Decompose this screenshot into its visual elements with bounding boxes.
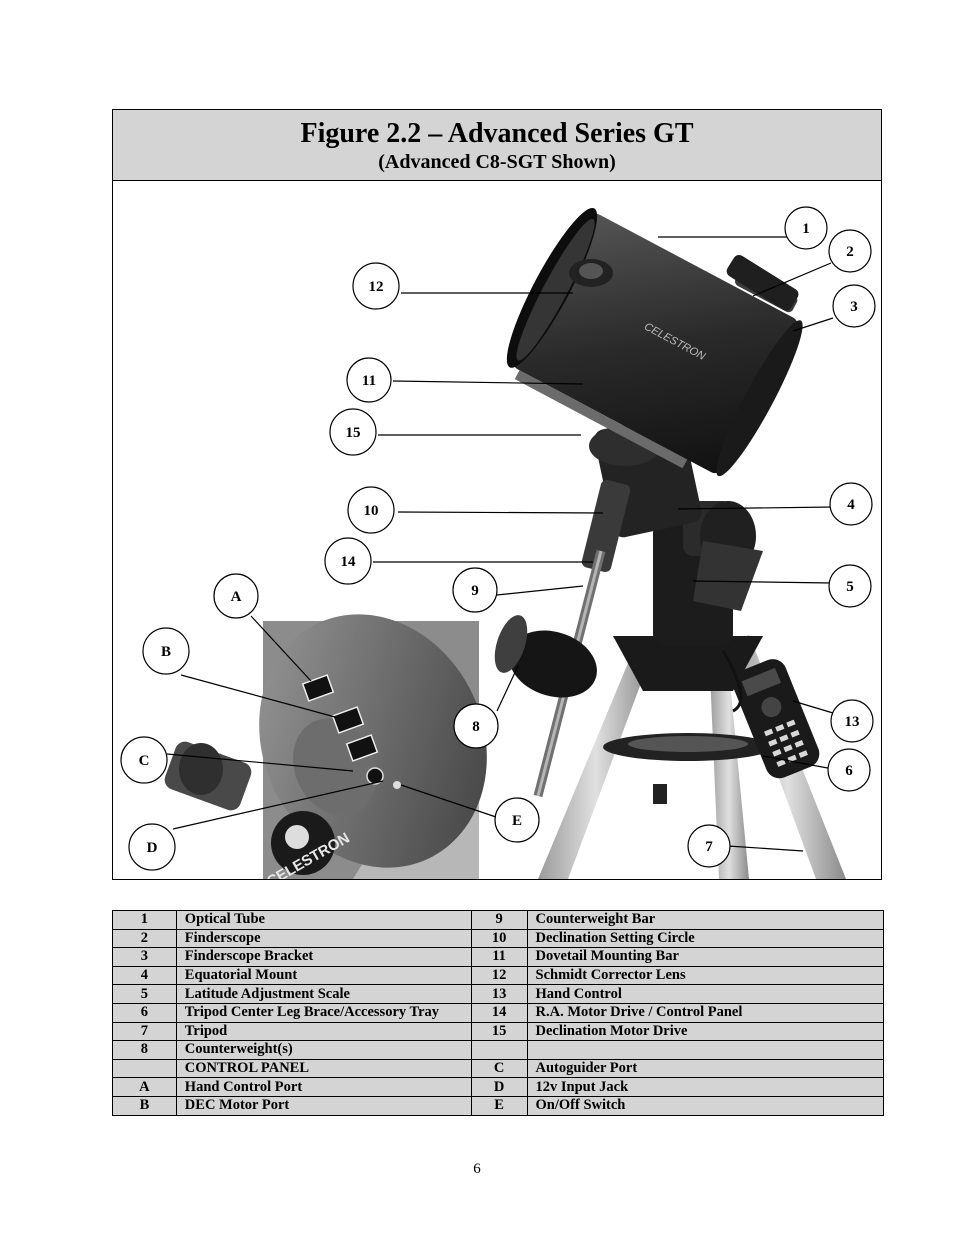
callout-c: C bbox=[139, 753, 150, 769]
callout-14: 14 bbox=[341, 554, 357, 570]
legend-label: Hand Control bbox=[526, 984, 885, 1004]
callout-6: 6 bbox=[845, 763, 853, 779]
legend-number: 8 bbox=[112, 1040, 177, 1060]
legend-number: 7 bbox=[112, 1021, 177, 1042]
legend-number: 11 bbox=[470, 947, 528, 967]
legend-number: 10 bbox=[470, 928, 528, 949]
legend-number: 9 bbox=[470, 910, 528, 930]
legend-number: 5 bbox=[112, 984, 177, 1004]
legend-number: 12 bbox=[470, 965, 528, 986]
legend-label: CONTROL PANEL bbox=[175, 1058, 472, 1079]
figure-title-bar: Figure 2.2 – Advanced Series GT (Advance… bbox=[113, 110, 881, 181]
hand-control bbox=[732, 659, 820, 779]
legend-number: 1 bbox=[112, 910, 177, 930]
callout-3: 3 bbox=[850, 299, 858, 315]
legend-number: B bbox=[112, 1095, 177, 1116]
callout-7: 7 bbox=[705, 839, 713, 855]
legend-label: Finderscope bbox=[175, 928, 472, 949]
legend-label: Equatorial Mount bbox=[175, 965, 472, 986]
callout-12: 12 bbox=[369, 279, 384, 295]
legend-label: Autoguider Port bbox=[526, 1058, 885, 1079]
legend-label: R.A. Motor Drive / Control Panel bbox=[526, 1002, 885, 1023]
legend-label: Counterweight Bar bbox=[526, 910, 885, 930]
legend-number: 14 bbox=[470, 1002, 528, 1023]
callout-1: 1 bbox=[802, 221, 810, 237]
legend-label: On/Off Switch bbox=[526, 1095, 885, 1116]
legend-label: Declination Motor Drive bbox=[526, 1021, 885, 1042]
callout-b: B bbox=[161, 644, 171, 660]
callout-4: 4 bbox=[847, 497, 855, 513]
legend-number: 2 bbox=[112, 928, 177, 949]
callout-8: 8 bbox=[472, 719, 480, 735]
legend-number: A bbox=[112, 1077, 177, 1097]
callout-13: 13 bbox=[845, 714, 860, 730]
telescope-illustration: CELESTRON bbox=[120, 206, 876, 879]
callout-5: 5 bbox=[846, 579, 854, 595]
legend-label: DEC Motor Port bbox=[175, 1095, 472, 1116]
legend-label: Tripod Center Leg Brace/Accessory Tray bbox=[175, 1002, 472, 1023]
legend-label: Schmidt Corrector Lens bbox=[526, 965, 885, 986]
legend-label bbox=[526, 1040, 885, 1060]
callout-9: 9 bbox=[471, 583, 479, 599]
optical-tube: CELESTRON bbox=[506, 207, 803, 477]
counterweight bbox=[494, 615, 597, 698]
callout-11: 11 bbox=[362, 373, 376, 389]
legend-label: Optical Tube bbox=[175, 910, 472, 930]
callout-e: E bbox=[512, 813, 522, 829]
legend-number: 13 bbox=[470, 984, 528, 1004]
legend-label: Counterweight(s) bbox=[175, 1040, 472, 1060]
legend-number: D bbox=[470, 1077, 528, 1097]
legend-number bbox=[470, 1040, 528, 1060]
leader-lines bbox=[166, 236, 835, 852]
legend-number: C bbox=[470, 1058, 528, 1079]
callout-2: 2 bbox=[846, 244, 854, 260]
legend-label: Declination Setting Circle bbox=[526, 928, 885, 949]
callout-a: A bbox=[231, 589, 242, 605]
legend-number: 15 bbox=[470, 1021, 528, 1042]
legend-label: Finderscope Bracket bbox=[175, 947, 472, 967]
legend-number: 6 bbox=[112, 1002, 177, 1023]
callout-15: 15 bbox=[346, 425, 361, 441]
legend-number bbox=[112, 1058, 177, 1079]
legend-label: Latitude Adjustment Scale bbox=[175, 984, 472, 1004]
figure-title: Figure 2.2 – Advanced Series GT bbox=[300, 118, 694, 149]
legend-number: 4 bbox=[112, 965, 177, 986]
legend-number: 3 bbox=[112, 947, 177, 967]
legend-label: Dovetail Mounting Bar bbox=[526, 947, 885, 967]
callout-10: 10 bbox=[364, 503, 379, 519]
callout-circles bbox=[120, 206, 876, 871]
figure-subtitle: (Advanced C8-SGT Shown) bbox=[378, 151, 616, 173]
page-number: 6 bbox=[473, 1161, 481, 1177]
legend-label: Hand Control Port bbox=[175, 1077, 472, 1097]
legend-number: E bbox=[470, 1095, 528, 1116]
figure-box: Figure 2.2 – Advanced Series GT (Advance… bbox=[112, 109, 882, 880]
control-panel-inset: CELESTRON bbox=[164, 614, 487, 879]
legend-label: Tripod bbox=[175, 1021, 472, 1042]
legend-label: 12v Input Jack bbox=[526, 1077, 885, 1097]
callout-labels: 1 2 3 4 5 6 7 8 9 10 11 12 13 14 15 A B … bbox=[139, 221, 860, 856]
callout-d: D bbox=[147, 840, 158, 856]
